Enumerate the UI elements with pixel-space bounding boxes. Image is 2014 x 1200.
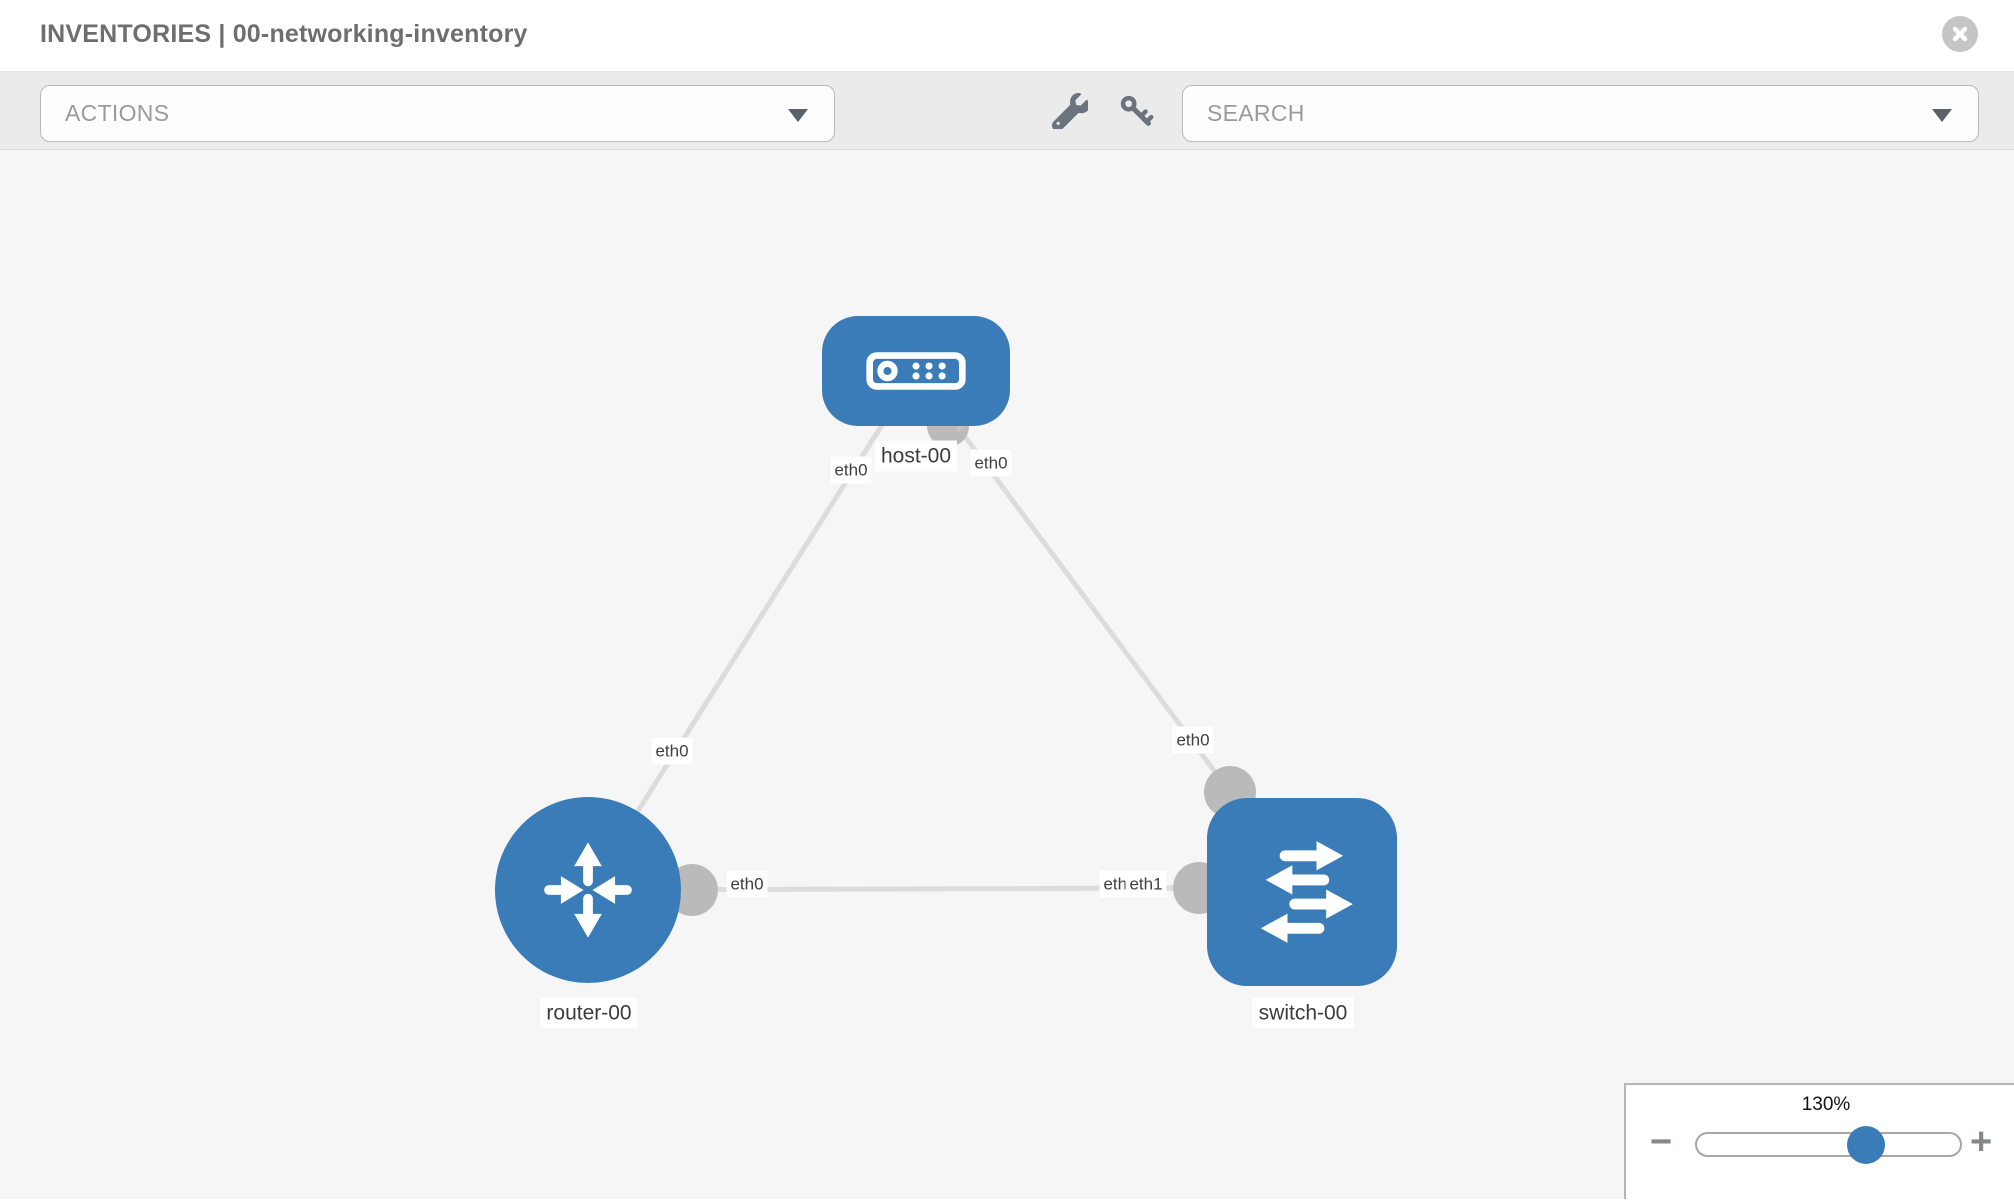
interface-label-switch-eth0-top: eth0 xyxy=(1172,726,1214,754)
node-router-00[interactable] xyxy=(495,797,681,983)
node-host-00[interactable] xyxy=(822,316,1010,426)
topology-links-layer xyxy=(585,369,1256,916)
link-host-switch[interactable] xyxy=(913,369,1233,794)
zoom-percent-value: 130% xyxy=(1801,1094,1851,1115)
topology-canvas[interactable]: eth0 eth0 eth0 eth0 eth0 eth1 eth0 host-… xyxy=(0,150,2014,1199)
zoom-slider-track[interactable] xyxy=(1695,1132,1962,1157)
interface-label-router-eth0: eth0 xyxy=(726,870,768,898)
interface-label-host-eth0-right: eth0 xyxy=(970,449,1012,477)
node-label-router-00: router-00 xyxy=(540,997,638,1029)
actions-dropdown-label: ACTIONS xyxy=(65,100,170,126)
header: INVENTORIES | 00-networking-inventory xyxy=(0,0,2014,72)
interface-label-router-eth0-up: eth0 xyxy=(651,737,693,765)
interface-label-switch-eth1: eth1 xyxy=(1125,870,1167,898)
search-placeholder: SEARCH xyxy=(1207,100,1305,126)
chevron-down-icon xyxy=(1932,108,1952,122)
wrench-icon[interactable] xyxy=(1052,93,1088,129)
toolbar: ACTIONS SEARCH xyxy=(0,72,2014,150)
actions-dropdown[interactable]: ACTIONS xyxy=(40,85,835,142)
zoom-in-button[interactable]: + xyxy=(1970,1121,1993,1163)
chevron-down-icon xyxy=(788,108,808,122)
page-title: INVENTORIES | 00-networking-inventory xyxy=(40,20,528,48)
key-icon[interactable] xyxy=(1118,93,1154,129)
host-icon xyxy=(866,352,966,390)
interface-label-host-eth0-left: eth0 xyxy=(830,456,872,484)
zoom-out-button[interactable]: − xyxy=(1650,1121,1673,1163)
close-icon xyxy=(1952,26,1968,42)
node-label-host-00: host-00 xyxy=(874,440,958,472)
zoom-control-panel: 130% − + xyxy=(1624,1083,2014,1199)
search-dropdown[interactable]: SEARCH xyxy=(1182,85,1979,142)
node-label-switch-00: switch-00 xyxy=(1252,997,1354,1029)
close-button[interactable] xyxy=(1942,16,1978,52)
switch-icon xyxy=(1260,841,1353,943)
zoom-slider-handle[interactable] xyxy=(1847,1126,1885,1164)
node-switch-00[interactable] xyxy=(1207,798,1397,986)
router-icon xyxy=(544,842,632,938)
